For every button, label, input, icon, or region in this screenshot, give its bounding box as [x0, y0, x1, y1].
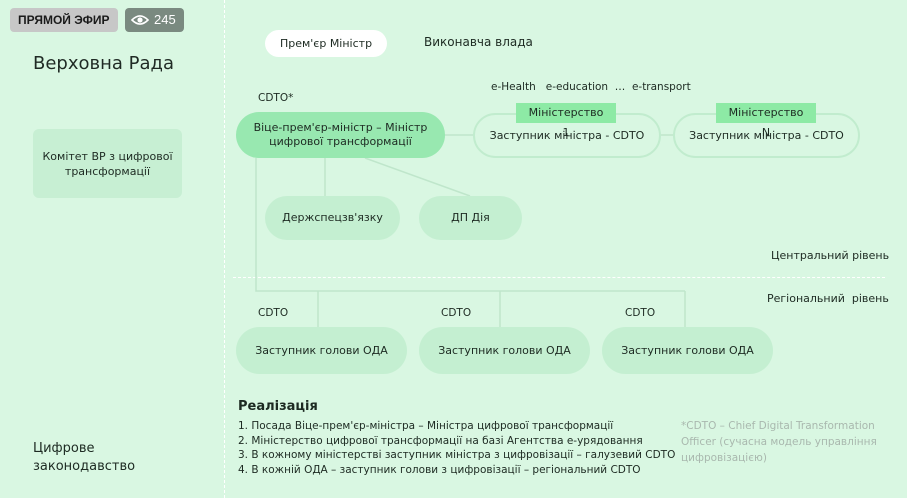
cdto-top-label: CDTO* [258, 92, 294, 104]
implementation-list: 1. Посада Віце-прем'єр-міністра – Мініст… [238, 419, 678, 477]
ministry-n-tag: Міністерство N [716, 103, 816, 139]
regional-deputy-node: Заступник голови ОДА [236, 327, 407, 374]
committee-box: Комітет ВР з цифрової трансформації [33, 129, 182, 198]
list-item: 2. Міністерство цифрової трансформації н… [238, 434, 643, 447]
regional-cdto-label: CDTO [625, 307, 656, 319]
regional-deputy-label: Заступник голови ОДА [438, 343, 571, 357]
level-divider [233, 277, 885, 278]
vertical-divider [224, 0, 225, 498]
regional-cdto-label: CDTO [258, 307, 289, 319]
regional-deputy-node: Заступник голови ОДА [419, 327, 590, 374]
list-item: 3. В кожному міністерстві заступник міні… [238, 449, 676, 461]
vice-pm-label: Віце-прем'єр-міністр – Міністр цифрової … [253, 121, 428, 148]
view-count: 245 [154, 12, 176, 27]
pm-label: Прем'єр Міністр [279, 36, 373, 50]
cdto-footnote: *CDTO – Chief Digital Transformation Off… [681, 420, 877, 464]
legislation-title: Цифрове законодавство [33, 441, 136, 474]
special-comms-label: Держспецзв'язку [282, 211, 383, 224]
list-item: 4. В кожній ОДА – заступник голови з циф… [238, 463, 641, 476]
list-item: 1. Посада Віце-прем'єр-міністра – Мініст… [238, 420, 614, 432]
eye-icon [131, 15, 149, 25]
executive-label: Виконавча влада [424, 35, 533, 49]
regional-cdto-label: CDTO [441, 307, 472, 319]
special-comms-node: Держспецзв'язку [265, 196, 400, 240]
live-badge: ПРЯМОЙ ЭФИР [10, 8, 118, 32]
ministry-1-tag: Міністерство 1 [516, 103, 616, 139]
regional-deputy-label: Заступник голови ОДА [255, 343, 388, 357]
diia-label: ДП Дія [451, 211, 490, 224]
central-level-label: Центральний рівень [771, 249, 890, 262]
deputy-minister-n-label: Заступник міністра - CDTO [689, 128, 844, 142]
vice-pm-node: Віце-прем'єр-міністр – Міністр цифрової … [236, 112, 445, 158]
committee-label: Комітет ВР з цифрової трансформації [42, 149, 173, 178]
deputy-minister-1-label: Заступник міністра - CDTO [489, 128, 645, 142]
parliament-title: Верховна Рада [33, 53, 175, 74]
implementation-title: Реалізація [238, 399, 318, 414]
regional-deputy-label: Заступник голови ОДА [621, 343, 754, 357]
regional-level-label: Регіональний рівень [767, 292, 889, 305]
diia-node: ДП Дія [419, 196, 522, 240]
view-count-badge: 245 [125, 8, 184, 32]
sectors-label: e-Health e-education … e-transport [491, 81, 691, 93]
pm-node: Прем'єр Міністр [265, 30, 387, 57]
regional-deputy-node: Заступник голови ОДА [602, 327, 773, 374]
